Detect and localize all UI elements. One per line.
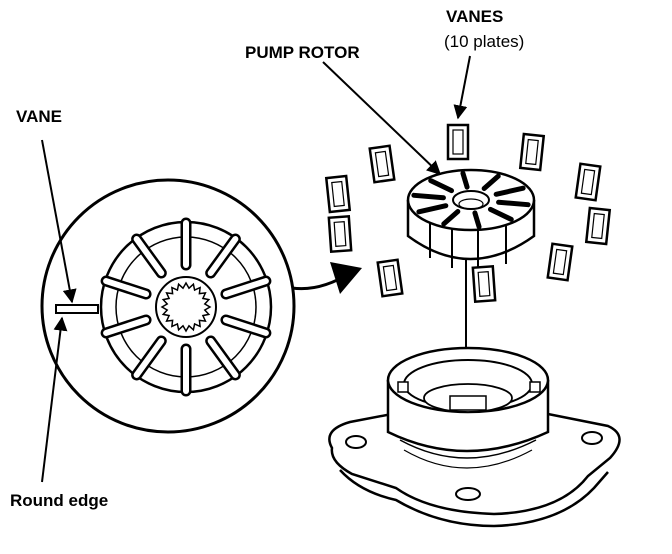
vanes-count-label: (10 plates): [444, 32, 525, 51]
rotor-top-slots: [411, 170, 531, 230]
rotor-top-slot: [481, 173, 501, 192]
vane-plate: [546, 242, 574, 282]
magnify-arrow-head: [330, 262, 362, 294]
vane-plate: [368, 144, 396, 184]
rotor-top-slot: [472, 210, 482, 230]
vane-plate: [574, 162, 602, 202]
vane-plate: [327, 215, 353, 253]
pump-rotor-leader-arrow: [322, 61, 442, 175]
rotor-top-slot: [411, 192, 446, 201]
rotor-spline-hub: [160, 281, 212, 333]
pump-rotor-3d: [406, 168, 536, 270]
vane-leader-arrow: [41, 139, 77, 304]
vane-plate: [324, 174, 352, 214]
rotor-top-slot: [416, 203, 449, 215]
rotor-top-slot: [428, 178, 455, 194]
pump-housing: [328, 346, 621, 528]
vanes-label: VANES: [446, 7, 504, 26]
vane-plate: [584, 206, 612, 246]
vane-label: VANE: [16, 107, 62, 126]
rotor-top-slot: [460, 170, 470, 190]
round-edge-leader-arrow: [41, 316, 68, 483]
vane-plate: [518, 132, 546, 172]
magnified-rotor-view: [40, 178, 296, 434]
vane-plate: [446, 123, 470, 161]
rotor-vane-slots: [100, 217, 272, 397]
rotor-top-slot: [496, 199, 531, 208]
pump-rotor-label: PUMP ROTOR: [245, 43, 360, 62]
vane-plate: [376, 258, 404, 298]
vanes-leader-arrow: [453, 55, 471, 120]
rotor-top-slot: [441, 208, 461, 227]
round-edge-label: Round edge: [10, 491, 109, 510]
vane-plate: [471, 265, 497, 303]
vane-plates: [324, 123, 612, 303]
rotor-top-slot: [493, 185, 526, 197]
rotor-top-slot: [487, 206, 514, 222]
vane-plate-detail: [55, 304, 99, 314]
